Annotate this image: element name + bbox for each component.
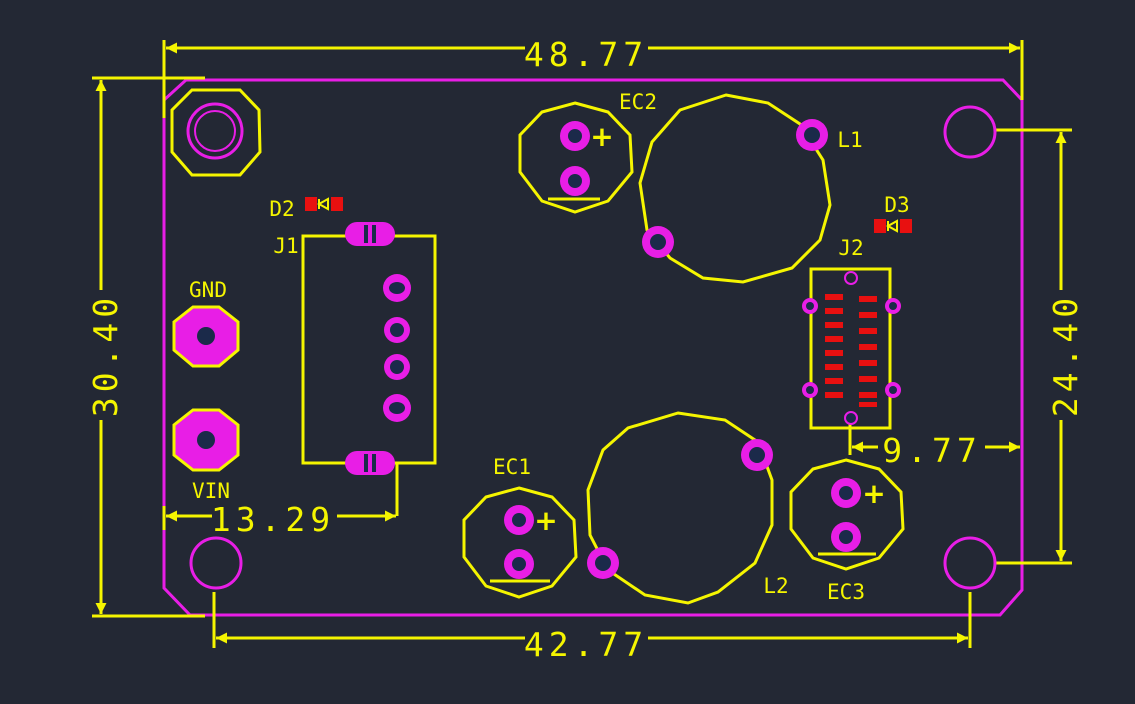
d2-led xyxy=(305,197,343,211)
l1-inductor xyxy=(638,93,832,284)
dimension-right-label: 24.40 xyxy=(1046,293,1085,417)
vin-label: VIN xyxy=(192,479,230,503)
dimension-left xyxy=(92,76,205,618)
l1-label: L1 xyxy=(837,128,862,152)
ec1-capacitor xyxy=(462,486,578,599)
l2-inductor xyxy=(586,411,774,605)
dimension-right xyxy=(995,128,1072,565)
board-outline xyxy=(162,78,1024,617)
j2-label: J2 xyxy=(838,236,863,260)
ec2-label: EC2 xyxy=(619,90,657,114)
dimension-j1-offset xyxy=(162,506,396,530)
mounting-hole-bottom-left xyxy=(189,536,243,590)
dimension-left-label: 30.40 xyxy=(86,293,125,417)
gnd-pad xyxy=(172,305,240,368)
ec3-label: EC3 xyxy=(827,580,865,604)
d2-label: D2 xyxy=(269,197,294,221)
j2-connector xyxy=(802,267,901,430)
ec2-polarity-mark: + xyxy=(590,120,613,153)
j1-connector xyxy=(301,222,437,516)
j1-label: J1 xyxy=(273,234,298,258)
mounting-hole-bottom-right xyxy=(943,536,997,590)
ec3-polarity-mark: + xyxy=(862,477,885,510)
ec1-polarity-mark: + xyxy=(534,504,557,537)
gnd-label: GND xyxy=(189,278,227,302)
dimension-j1-offset-label: 13.29 xyxy=(211,500,335,539)
dimension-bottom xyxy=(212,592,972,648)
dimension-top-label: 48.77 xyxy=(524,35,648,74)
ec3-capacitor xyxy=(789,458,905,571)
dimension-top xyxy=(162,40,1024,118)
ec1-label: EC1 xyxy=(493,455,531,479)
ec2-capacitor xyxy=(518,101,634,214)
dimension-bottom-label: 42.77 xyxy=(524,625,648,664)
l2-label: L2 xyxy=(763,574,788,598)
vin-pad xyxy=(172,408,240,472)
dimension-j2-offset-label: 9.77 xyxy=(882,431,981,470)
d3-label: D3 xyxy=(884,193,909,217)
mounting-hole-top-left xyxy=(170,88,262,177)
d3-led xyxy=(874,219,912,233)
mounting-hole-top-right xyxy=(943,105,997,159)
